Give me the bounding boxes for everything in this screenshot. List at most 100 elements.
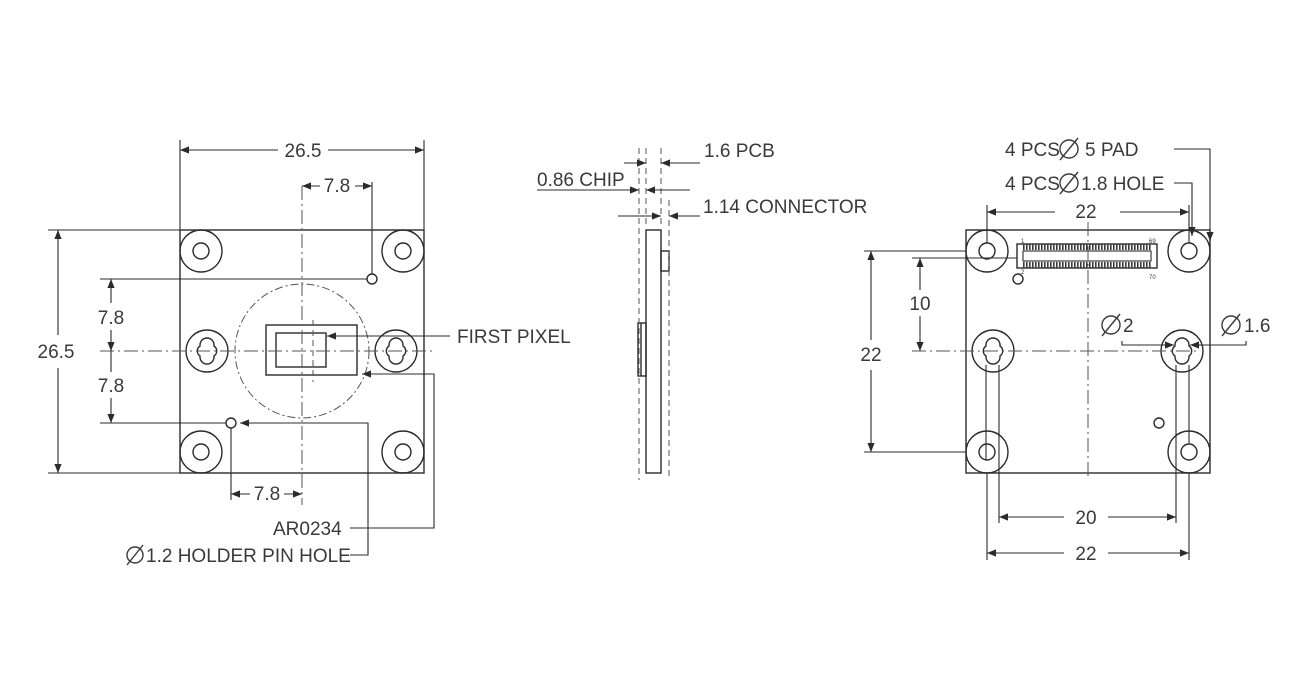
connector-pin xyxy=(1149,244,1151,250)
connector-pin xyxy=(1143,262,1145,268)
connector-pin xyxy=(1143,244,1145,250)
connector-pin xyxy=(1035,244,1037,250)
front-width-dim: 26.5 xyxy=(285,141,322,162)
connector-pin xyxy=(1113,244,1115,250)
connector-pin xyxy=(1110,262,1112,268)
connector-pin xyxy=(1074,262,1076,268)
hole-diameter-icon xyxy=(1059,171,1079,195)
sensor-label: AR0234 xyxy=(273,519,342,540)
side-chip xyxy=(637,322,647,377)
connector-pin xyxy=(1047,244,1049,250)
connector-pin xyxy=(1059,244,1061,250)
slot-right-diameter-icon xyxy=(1221,313,1241,337)
front-corner-pad-br xyxy=(381,430,425,474)
connector-pin xyxy=(1086,262,1088,268)
connector-pin xyxy=(1026,244,1028,250)
front-top-offset-dim: 7.8 xyxy=(324,176,350,197)
connector-pin xyxy=(1053,262,1055,268)
slot-left-diameter-icon xyxy=(1101,313,1121,337)
connector-pin xyxy=(1092,262,1094,268)
connector-pin xyxy=(1098,262,1100,268)
connector-pin-2: 2 xyxy=(1021,270,1025,276)
connector-pin xyxy=(1146,262,1148,268)
connector-pin xyxy=(1107,262,1109,268)
connector-pin xyxy=(1119,244,1121,250)
connector-pin xyxy=(1128,262,1130,268)
connector-pin xyxy=(1038,244,1040,250)
connector-pin xyxy=(1056,262,1058,268)
connector-pin xyxy=(1092,244,1094,250)
connector-pin xyxy=(1077,244,1079,250)
connector-pin xyxy=(1059,262,1061,268)
connector-pin xyxy=(1029,262,1031,268)
connector-pin xyxy=(1134,244,1136,250)
connector-pin xyxy=(1041,244,1043,250)
back-small-hole-bottom xyxy=(1153,417,1165,429)
connector-pin xyxy=(1026,262,1028,268)
front-sensor-active-area xyxy=(275,332,327,368)
connector-pin xyxy=(1137,262,1139,268)
front-bottom-offset-dim: 7.8 xyxy=(254,484,280,505)
connector-pin xyxy=(1095,262,1097,268)
connector-pin xyxy=(1128,244,1130,250)
front-height-dim: 26.5 xyxy=(38,342,75,363)
connector-pin xyxy=(1104,262,1106,268)
connector-pin xyxy=(1032,262,1034,268)
connector-pin xyxy=(1095,244,1097,250)
pin-hole-label: 1.2 HOLDER PIN HOLE xyxy=(146,546,351,567)
connector-pin xyxy=(1035,262,1037,268)
connector-pin xyxy=(1065,262,1067,268)
pad-diameter-icon xyxy=(1059,137,1079,161)
connector-pin xyxy=(1137,244,1139,250)
connector-pin xyxy=(1032,244,1034,250)
connector-pin xyxy=(1050,244,1052,250)
connector-pin xyxy=(1146,244,1148,250)
connector-pin xyxy=(1068,244,1070,250)
back-inner-height-dim: 10 xyxy=(909,294,930,315)
connector-pin xyxy=(1122,262,1124,268)
front-view: 26.5 7.8 26.5 7.8 7.8 7.8 FIRST PIXEL AR… xyxy=(38,140,571,567)
connector-pin-1: 1 xyxy=(1021,239,1025,245)
connector-pin xyxy=(1101,262,1103,268)
connector-pin xyxy=(1062,262,1064,268)
hole-label-prefix: 4 PCS xyxy=(1005,174,1060,195)
first-pixel-label: FIRST PIXEL xyxy=(457,327,571,348)
side-view: 1.6 PCB 0.86 CHIP 1.14 CONNECTOR xyxy=(537,141,867,480)
back-corner-pad-bl xyxy=(965,430,1009,474)
connector-pin xyxy=(1119,262,1121,268)
front-sensor-package xyxy=(265,324,358,376)
connector-pin-69: 69 xyxy=(1149,239,1156,245)
connector-pin xyxy=(1116,262,1118,268)
connector-pin xyxy=(1080,262,1082,268)
connector-pin xyxy=(1083,262,1085,268)
front-corner-pad-tr xyxy=(381,229,425,273)
front-corner-pad-tl xyxy=(179,229,223,273)
diameter-symbol-icon xyxy=(126,544,144,566)
back-left-height-dim: 22 xyxy=(860,345,881,366)
connector-pin xyxy=(1083,244,1085,250)
pad-label-suffix: 5 PAD xyxy=(1085,140,1139,161)
connector-pin xyxy=(1038,262,1040,268)
front-vert-upper-dim: 7.8 xyxy=(98,308,124,329)
connector-pin xyxy=(1080,244,1082,250)
pcb-thickness-label: 1.6 PCB xyxy=(704,141,775,162)
connector-pin xyxy=(1068,262,1070,268)
back-connector xyxy=(1016,243,1158,269)
connector-pin xyxy=(1062,244,1064,250)
connector-pin xyxy=(1113,262,1115,268)
connector-pin xyxy=(1071,262,1073,268)
back-bottom-inner-dim: 20 xyxy=(1075,508,1096,529)
connector-pin xyxy=(1104,244,1106,250)
back-top-width-dim: 22 xyxy=(1075,202,1096,223)
connector-pin xyxy=(1047,262,1049,268)
connector-pin xyxy=(1053,244,1055,250)
back-small-hole-top xyxy=(1012,273,1024,285)
connector-pin xyxy=(1089,262,1091,268)
connector-pin xyxy=(1125,262,1127,268)
side-pcb xyxy=(645,229,662,474)
connector-pin xyxy=(1023,244,1025,250)
pad-label-prefix: 4 PCS xyxy=(1005,140,1060,161)
connector-pin xyxy=(1122,244,1124,250)
connector-thickness-label: 1.14 CONNECTOR xyxy=(703,197,867,218)
